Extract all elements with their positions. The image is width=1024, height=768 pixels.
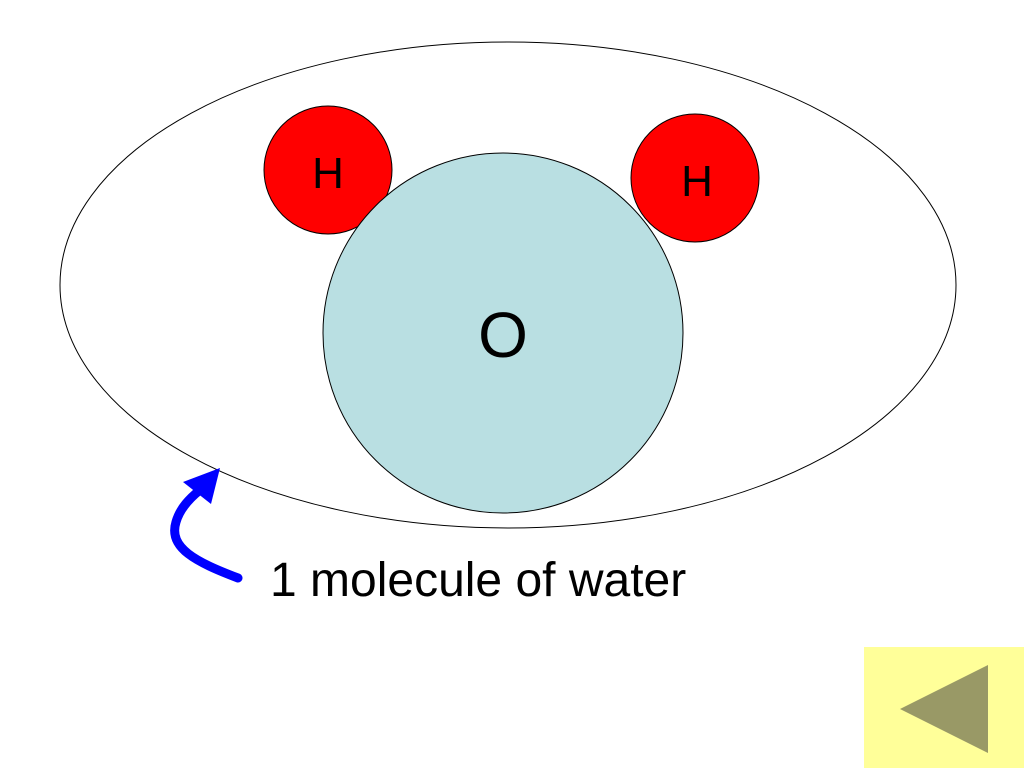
back-button[interactable]	[864, 647, 1024, 768]
curved-arrow-icon	[170, 468, 243, 583]
hydrogen-left-label: H	[312, 149, 344, 198]
triangle-left-icon	[900, 665, 988, 753]
water-molecule-diagram: H H O	[59, 41, 957, 583]
oxygen-atom	[322, 152, 684, 514]
oxygen-label: O	[478, 299, 528, 371]
molecule-caption: 1 molecule of water	[270, 554, 687, 607]
hydrogen-right-label: H	[681, 157, 713, 206]
hydrogen-atom-right	[630, 113, 760, 243]
hydrogen-atom-left	[263, 105, 393, 235]
